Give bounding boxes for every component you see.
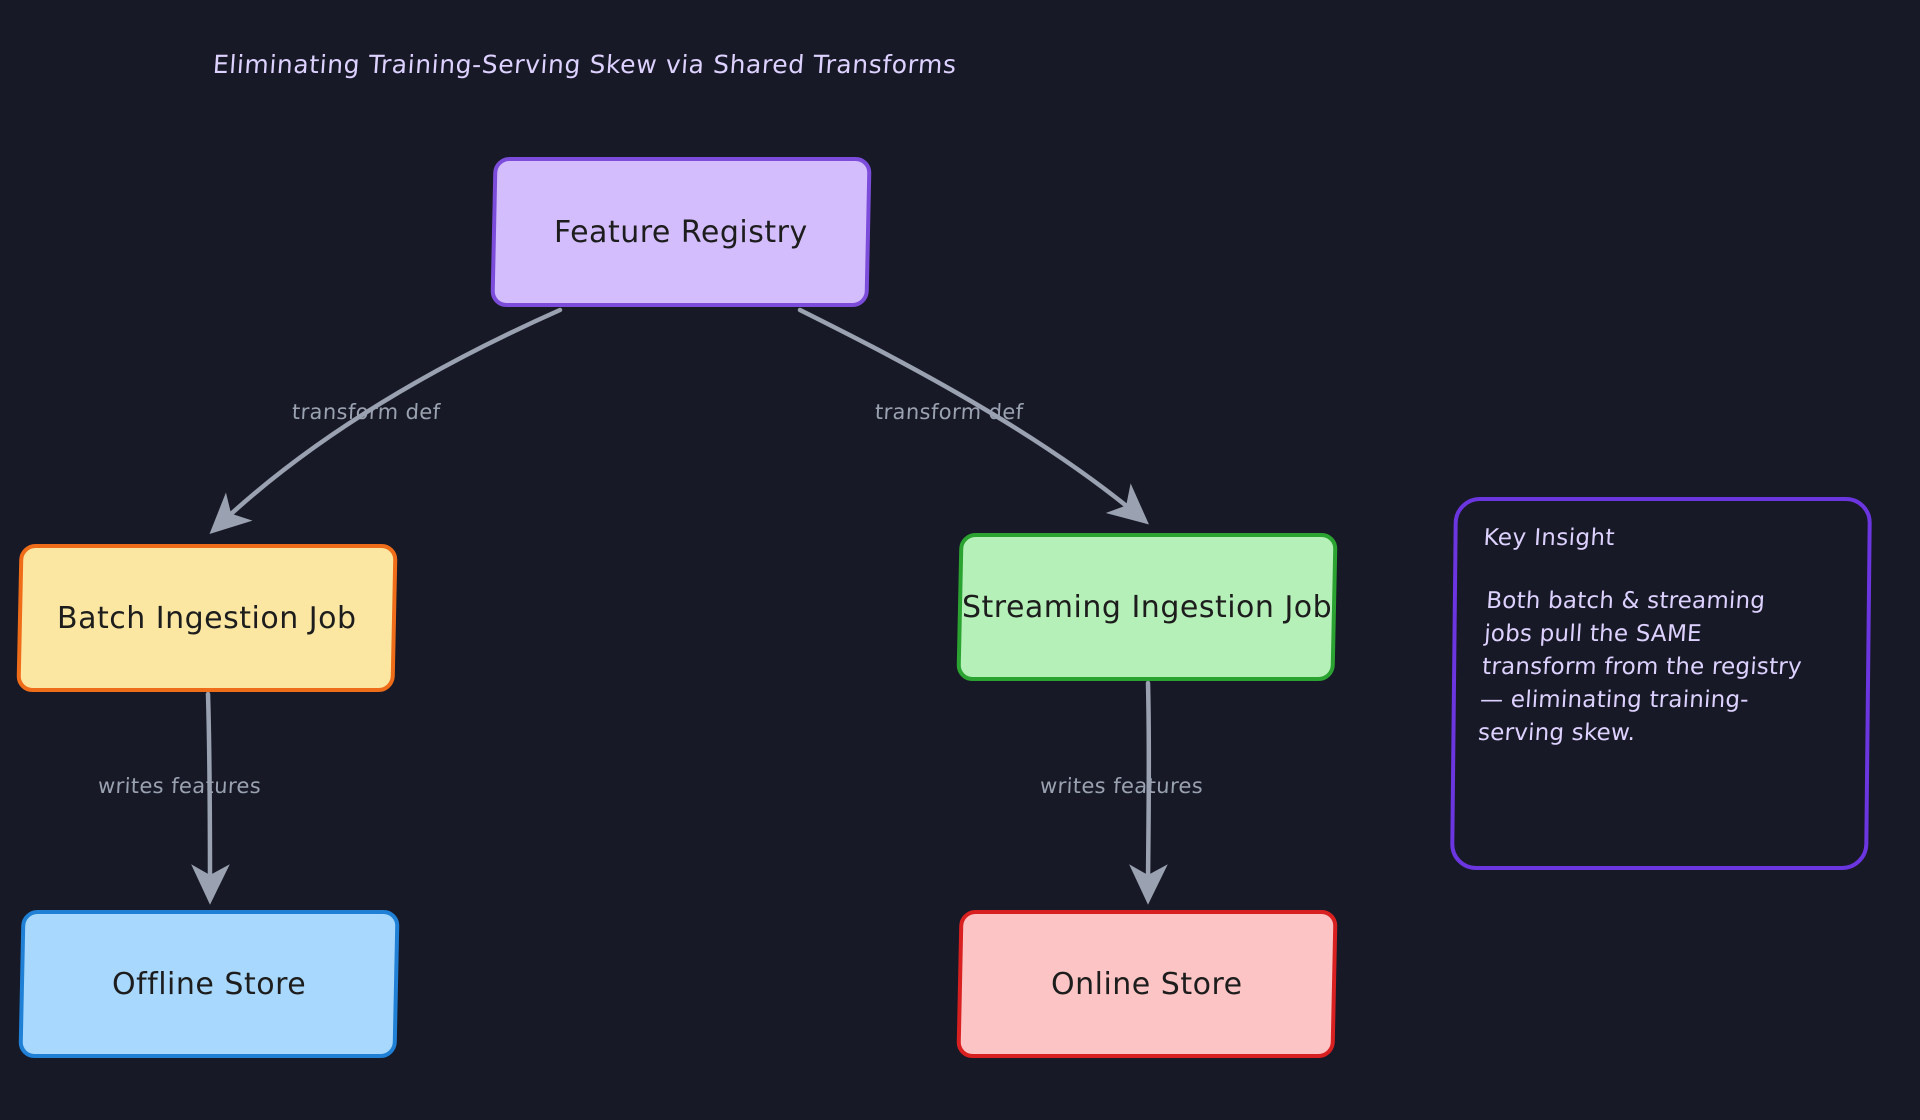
node-label-online-store: Online Store bbox=[1051, 966, 1243, 1002]
node-label-batch-ingestion-job: Batch Ingestion Job bbox=[57, 600, 357, 636]
node-label-offline-store: Offline Store bbox=[111, 966, 307, 1002]
node-online-store[interactable]: Online Store bbox=[956, 910, 1338, 1058]
node-feature-registry[interactable]: Feature Registry bbox=[490, 157, 872, 307]
key-insight-body: Both batch & streaming jobs pull the SAM… bbox=[1477, 588, 1803, 746]
node-label-streaming-ingestion-job: Streaming Ingestion Job bbox=[961, 589, 1333, 625]
edge-label-registry-to-streaming: transform def bbox=[874, 400, 1025, 424]
key-insight-title: Key Insight bbox=[1482, 525, 1616, 551]
node-offline-store[interactable]: Offline Store bbox=[18, 910, 400, 1058]
edge-label-registry-to-batch: transform def bbox=[291, 400, 442, 424]
key-insight-note: Key Insight Both batch & streaming jobs … bbox=[1450, 497, 1872, 870]
node-streaming-ingestion-job[interactable]: Streaming Ingestion Job bbox=[956, 533, 1338, 681]
node-batch-ingestion-job[interactable]: Batch Ingestion Job bbox=[16, 544, 398, 692]
node-label-feature-registry: Feature Registry bbox=[554, 214, 808, 250]
page-title: Eliminating Training-Serving Skew via Sh… bbox=[211, 50, 958, 79]
edge-label-streaming-to-online: writes features bbox=[1039, 774, 1204, 798]
edge-label-batch-to-offline: writes features bbox=[97, 774, 262, 798]
